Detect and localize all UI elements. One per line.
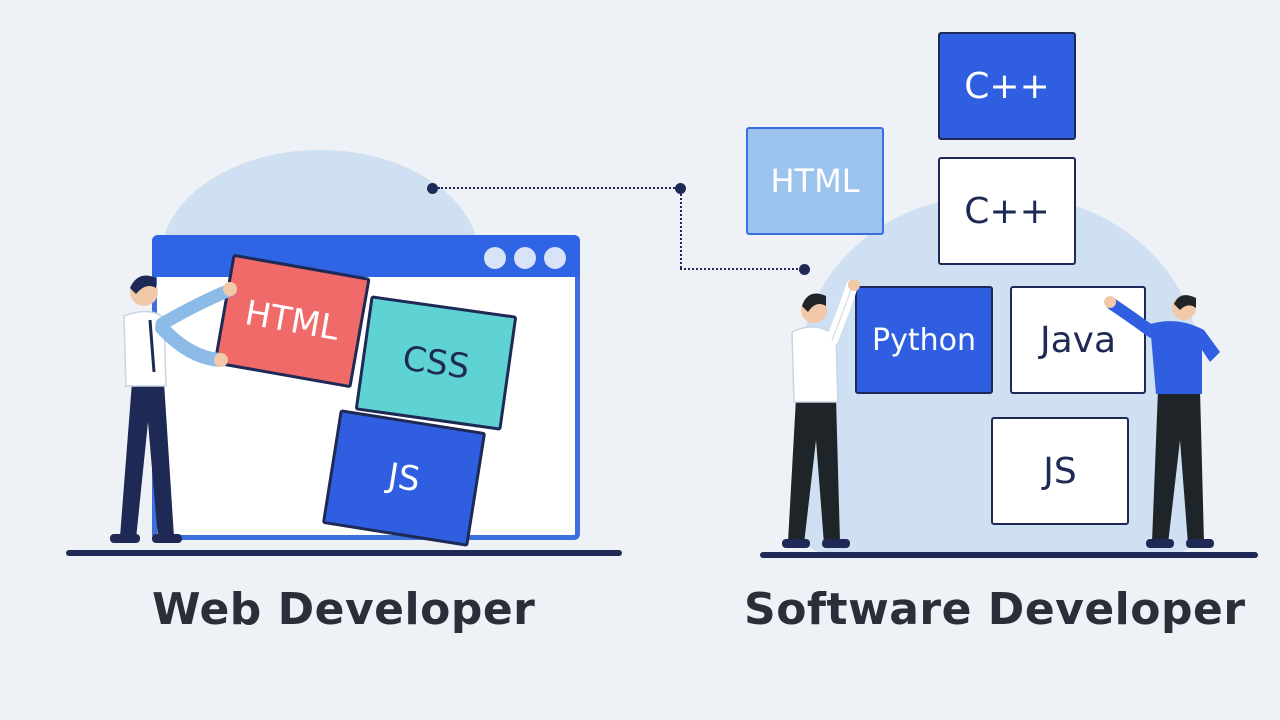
software-developer-person-left — [782, 280, 860, 548]
sw-tile-cpp-top: C++ — [938, 32, 1076, 140]
web-tile-css: CSS — [354, 295, 518, 431]
web-tile-css-label: CSS — [400, 338, 472, 388]
sw-tile-java: Java — [1010, 286, 1146, 394]
connector-line-horizontal-2 — [680, 268, 802, 270]
sw-tile-cpp-top-label: C++ — [964, 65, 1050, 107]
web-tile-js: JS — [321, 409, 487, 547]
left-ground-line — [66, 550, 622, 556]
sw-tile-python-label: Python — [872, 322, 976, 358]
right-ground-line — [760, 552, 1258, 558]
web-tile-js-label: JS — [385, 455, 423, 501]
sw-tile-html-label: HTML — [770, 162, 860, 200]
sw-tile-cpp-label: C++ — [964, 190, 1050, 232]
sw-tile-html: HTML — [746, 127, 884, 235]
connector-dot-end — [799, 264, 810, 275]
window-dot-icon — [514, 247, 536, 269]
connector-dot-mid — [675, 183, 686, 194]
window-dot-icon — [484, 247, 506, 269]
window-dot-icon — [544, 247, 566, 269]
sw-tile-js: JS — [991, 417, 1129, 525]
sw-tile-cpp: C++ — [938, 157, 1076, 265]
connector-line-vertical — [680, 194, 682, 268]
browser-title-bar — [152, 235, 580, 277]
sw-tile-python: Python — [855, 286, 993, 394]
sw-tile-js-label: JS — [1043, 450, 1077, 492]
software-developer-caption: Software Developer — [744, 584, 1246, 635]
connector-line-horizontal — [438, 187, 682, 189]
sw-tile-java-label: Java — [1039, 319, 1117, 361]
web-tile-html-label: HTML — [241, 293, 343, 349]
software-developer-person-right — [1104, 295, 1220, 548]
web-developer-caption: Web Developer — [152, 584, 536, 635]
connector-dot-start — [427, 183, 438, 194]
web-developer-person — [110, 275, 237, 543]
